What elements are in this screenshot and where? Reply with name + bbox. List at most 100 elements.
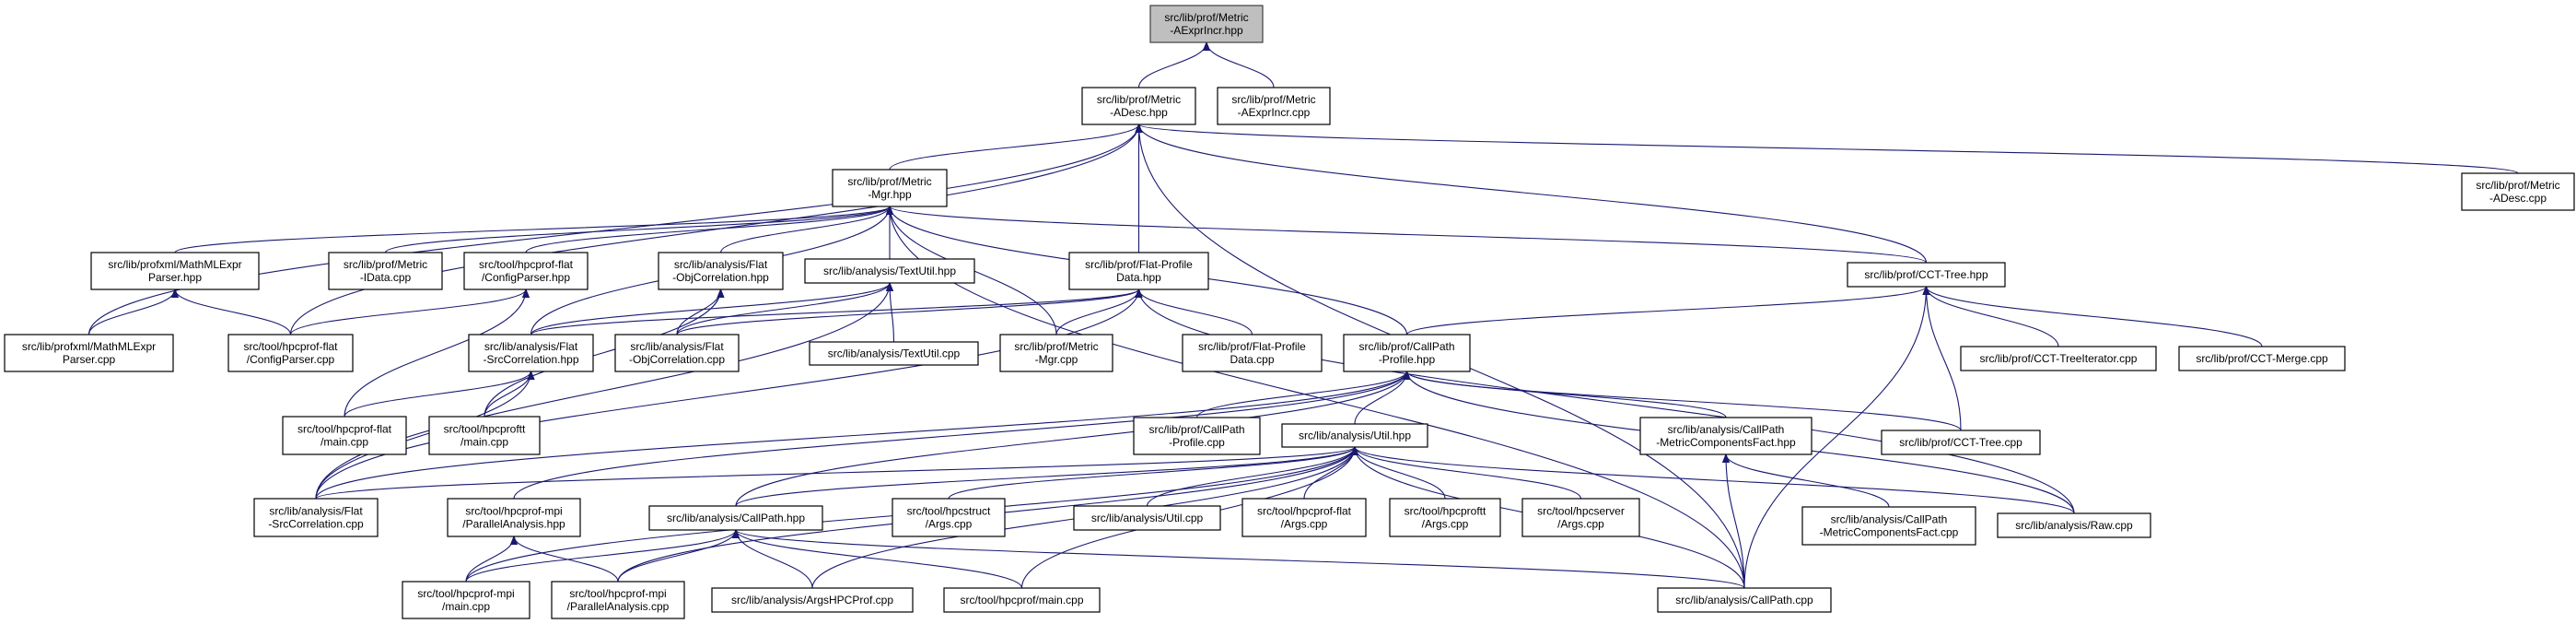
node-box: [1068, 252, 1209, 290]
node-idata-cpp[interactable]: src/lib/prof/Metric-IData.cpp: [328, 252, 443, 290]
edge-callpath_hpp-to-util_hpp: [735, 446, 1355, 507]
node-box: [892, 498, 1006, 537]
node-label: -SrcCorrelation.cpp: [268, 518, 364, 531]
node-label: src/tool/hpcprof/main.cpp: [960, 594, 1083, 606]
edge-raw_cpp-to-util_hpp: [1355, 446, 2075, 514]
node-label: src/tool/hpcprof-flat: [479, 258, 574, 271]
edge-parallel_hpp-to-callpathprofile_hpp: [513, 371, 1407, 500]
node-label: -AExprIncr.cpp: [1238, 106, 1311, 119]
node-profmain-cpp[interactable]: src/tool/hpcprof/main.cpp: [943, 587, 1101, 613]
node-aexprincr-hpp[interactable]: src/lib/prof/Metric-AExprIncr.hpp: [1149, 5, 1264, 43]
node-ttmain-cpp[interactable]: src/tool/hpcproftt/main.cpp: [428, 416, 541, 455]
node-structargs-cpp[interactable]: src/tool/hpcstruct/Args.cpp: [892, 498, 1006, 537]
node-ccttree-cpp[interactable]: src/lib/prof/CCT-Tree.cpp: [1881, 430, 2041, 455]
node-label: -ADesc.hpp: [1110, 106, 1168, 119]
node-label: Parser.hpp: [148, 271, 202, 284]
node-label: src/lib/analysis/TextUtil.hpp: [823, 265, 956, 277]
edge-flatmain_cpp-to-configparser_hpp: [344, 289, 526, 418]
edge-serverargs_cpp-to-util_hpp: [1355, 446, 1582, 500]
node-label: Data.cpp: [1230, 353, 1274, 366]
edge-parallel_cpp-to-parallel_hpp: [514, 536, 619, 583]
node-util-cpp[interactable]: src/lib/analysis/Util.cpp: [1073, 505, 1221, 531]
node-box: [463, 252, 589, 290]
node-label: src/lib/analysis/CallPath: [1831, 513, 1948, 526]
node-flatargs-cpp[interactable]: src/tool/hpcprof-flat/Args.cpp: [1241, 498, 1367, 537]
edge-callpathprofile_cpp-to-callpathprofile_hpp: [1195, 371, 1407, 418]
node-label: src/lib/prof/Metric: [1231, 93, 1315, 106]
node-label: src/tool/hpcprof-flat: [297, 423, 392, 436]
node-cctmerge-cpp[interactable]: src/lib/prof/CCT-Merge.cpp: [2178, 346, 2346, 371]
node-box: [999, 334, 1113, 372]
edge-configparser_cpp-to-configparser_hpp: [289, 288, 527, 336]
node-mcf-hpp[interactable]: src/lib/analysis/CallPath-MetricComponen…: [1639, 417, 1813, 455]
node-box: [328, 252, 443, 290]
node-box: [832, 169, 948, 207]
node-callpathprofile-cpp[interactable]: src/lib/prof/CallPath-Profile.cpp: [1133, 417, 1261, 455]
node-mgr-hpp[interactable]: src/lib/prof/Metric-Mgr.hpp: [832, 169, 948, 207]
node-label: src/tool/hpcstruct: [907, 505, 991, 518]
node-adesc-cpp[interactable]: src/lib/prof/Metric-ADesc.cpp: [2461, 172, 2575, 211]
node-box: [447, 498, 581, 537]
node-box: [809, 341, 979, 366]
node-aexprincr-cpp[interactable]: src/lib/prof/Metric-AExprIncr.cpp: [1217, 87, 1331, 125]
node-util-hpp[interactable]: src/lib/analysis/Util.hpp: [1281, 423, 1428, 448]
node-flatmain-cpp[interactable]: src/tool/hpcprof-flat/main.cpp: [282, 416, 407, 455]
node-cctiter-cpp[interactable]: src/lib/prof/CCT-TreeIterator.cpp: [1960, 346, 2157, 371]
node-label: src/lib/prof/CCT-TreeIterator.cpp: [1980, 352, 2138, 365]
node-label: /Args.cpp: [1557, 518, 1604, 531]
node-parallel-hpp[interactable]: src/tool/hpcprof-mpi/ParallelAnalysis.hp…: [447, 498, 581, 537]
node-callpath-hpp[interactable]: src/lib/analysis/CallPath.hpp: [648, 505, 823, 531]
node-box: [1081, 87, 1196, 125]
node-flatsrc-hpp[interactable]: src/lib/analysis/Flat-SrcCorrelation.hpp: [468, 334, 594, 372]
node-parallel-cpp[interactable]: src/tool/hpcprof-mpi/ParallelAnalysis.cp…: [551, 581, 685, 619]
edge-mathml_cpp-to-mathml_hpp: [87, 288, 176, 336]
edge-ttargs_cpp-to-util_hpp: [1355, 446, 1446, 500]
node-serverargs-cpp[interactable]: src/tool/hpcserver/Args.cpp: [1521, 498, 1640, 537]
node-box: [1149, 5, 1264, 43]
node-ccttree-hpp[interactable]: src/lib/prof/CCT-Tree.hpp: [1847, 262, 2006, 288]
node-label: src/lib/prof/Metric: [1097, 93, 1181, 106]
node-flatobj-hpp[interactable]: src/lib/analysis/Flat-ObjCorrelation.hpp: [658, 252, 784, 290]
node-box: [614, 334, 740, 372]
node-label: /Args.cpp: [926, 518, 973, 531]
node-label: src/lib/analysis/Flat: [484, 340, 578, 353]
node-label: -IData.cpp: [360, 271, 412, 284]
node-label: /Args.cpp: [1281, 518, 1328, 531]
node-callpathprofile-hpp[interactable]: src/lib/prof/CallPath-Profile.hpp: [1343, 334, 1471, 372]
node-callpath-cpp[interactable]: src/lib/analysis/CallPath.cpp: [1657, 587, 1832, 613]
node-label: src/lib/analysis/Flat: [269, 505, 363, 518]
node-argshpcprof-cpp[interactable]: src/lib/analysis/ArgsHPCProf.cpp: [711, 587, 914, 613]
edge-mgr_cpp-to-flatprofiledata_hpp: [1055, 288, 1139, 336]
edge-adesc_hpp-to-aexprincr_hpp: [1137, 41, 1207, 88]
edge-ccttree_cpp-to-ccttree_hpp: [1927, 287, 1962, 431]
node-flatobj-cpp[interactable]: src/lib/analysis/Flat-ObjCorrelation.cpp: [614, 334, 740, 372]
node-mcf-cpp[interactable]: src/lib/analysis/CallPath-MetricComponen…: [1801, 506, 1976, 546]
edge-mcf_cpp-to-mcf_hpp: [1726, 453, 1890, 508]
node-mgr-cpp[interactable]: src/lib/prof/Metric-Mgr.cpp: [999, 334, 1113, 372]
node-textutil-hpp[interactable]: src/lib/analysis/TextUtil.hpp: [804, 258, 975, 284]
node-configparser-cpp[interactable]: src/tool/hpcprof-flat/ConfigParser.cpp: [227, 334, 354, 372]
node-raw-cpp[interactable]: src/lib/analysis/Raw.cpp: [1997, 512, 2151, 538]
node-label: src/lib/analysis/Util.hpp: [1299, 430, 1411, 442]
node-mpimain-cpp[interactable]: src/tool/hpcprof-mpi/main.cpp: [402, 581, 530, 619]
edge-cctiter_cpp-to-ccttree_hpp: [1927, 286, 2059, 347]
node-label: -Profile.hpp: [1379, 353, 1436, 366]
node-adesc-hpp[interactable]: src/lib/prof/Metric-ADesc.hpp: [1081, 87, 1196, 125]
edge-flatobj_hpp-to-mgr_hpp: [719, 206, 891, 253]
node-label: src/lib/prof/CCT-Tree.cpp: [1899, 436, 2022, 449]
node-label: src/tool/hpcproftt: [444, 423, 526, 436]
node-ttargs-cpp[interactable]: src/tool/hpcproftt/Args.cpp: [1389, 498, 1501, 537]
node-textutil-cpp[interactable]: src/lib/analysis/TextUtil.cpp: [809, 341, 979, 366]
node-configparser-hpp[interactable]: src/tool/hpcprof-flat/ConfigParser.hpp: [463, 252, 589, 290]
node-label: src/lib/prof/Flat-Profile: [1085, 258, 1193, 271]
edge-callpathprofile_hpp-to-ccttree_hpp: [1405, 286, 1927, 336]
edge-mpimain_cpp-to-parallel_hpp: [465, 536, 514, 583]
node-flatsrc-cpp[interactable]: src/lib/analysis/Flat-SrcCorrelation.cpp: [253, 498, 379, 537]
edge-mathml_hpp-to-mgr_hpp: [174, 206, 890, 253]
edge-callpath_cpp-to-ccttree_hpp: [1743, 287, 1927, 589]
node-label: /Args.cpp: [1422, 518, 1469, 531]
